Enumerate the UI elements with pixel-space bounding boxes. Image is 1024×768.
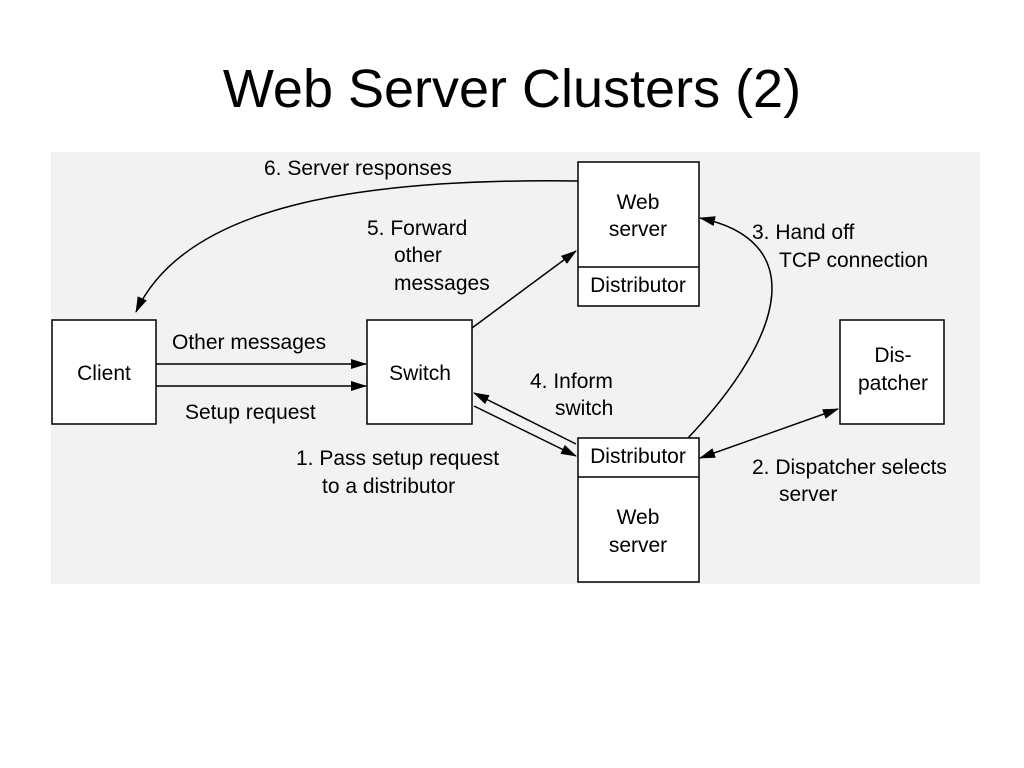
dispatcher-label-line-2: patcher bbox=[858, 372, 928, 395]
web-server-bottom-box bbox=[577, 437, 700, 583]
web-server-top-box bbox=[577, 161, 700, 307]
slide-title: Web Server Clusters (2) bbox=[222, 59, 802, 119]
hand-off-label-line-1: 3. Hand off bbox=[752, 221, 855, 244]
client-label: Client bbox=[77, 362, 131, 385]
web-server-bottom-label-line-1: Web bbox=[617, 506, 660, 529]
pass-setup-arrow bbox=[473, 405, 577, 457]
switch-label: Switch bbox=[389, 362, 451, 385]
switch-box bbox=[366, 319, 473, 425]
web-server-bottom-label-line-2: server bbox=[609, 534, 667, 557]
forward-other-arrow bbox=[471, 250, 577, 329]
forward-other-label-line-3: messages bbox=[394, 272, 490, 295]
dispatcher-label-line-1: Dis- bbox=[874, 344, 911, 367]
distributor-top-label: Distributor bbox=[590, 274, 686, 297]
pass-setup-label-line-2: to a distributor bbox=[322, 475, 455, 498]
server-responses-arrow bbox=[135, 180, 579, 313]
hand-off-arrow bbox=[687, 216, 773, 439]
web-server-top-label-line-1: Web bbox=[617, 191, 660, 214]
distributor-bottom-label: Distributor bbox=[590, 445, 686, 468]
server-responses-label: 6. Server responses bbox=[264, 157, 452, 180]
dispatcher-box bbox=[839, 319, 945, 425]
inform-switch-label-line-2: switch bbox=[555, 397, 613, 420]
forward-other-label-line-1: 5. Forward bbox=[367, 217, 467, 240]
forward-other-label-line-2: other bbox=[394, 244, 442, 267]
pass-setup-label-line-1: 1. Pass setup request bbox=[296, 447, 499, 470]
web-server-top-label-line-2: server bbox=[609, 218, 667, 241]
hand-off-label-line-2: TCP connection bbox=[779, 249, 928, 272]
other-messages-label: Other messages bbox=[172, 331, 326, 354]
inform-switch-label-line-1: 4. Inform bbox=[530, 370, 613, 393]
client-box bbox=[51, 319, 157, 425]
inform-switch-arrow bbox=[473, 392, 577, 445]
dispatcher-selects-label-line-1: 2. Dispatcher selects bbox=[752, 456, 947, 479]
setup-request-label: Setup request bbox=[185, 401, 316, 424]
dispatcher-selects-arrow bbox=[699, 408, 839, 459]
figure-background bbox=[51, 152, 980, 584]
dispatcher-selects-label-line-2: server bbox=[779, 483, 837, 506]
